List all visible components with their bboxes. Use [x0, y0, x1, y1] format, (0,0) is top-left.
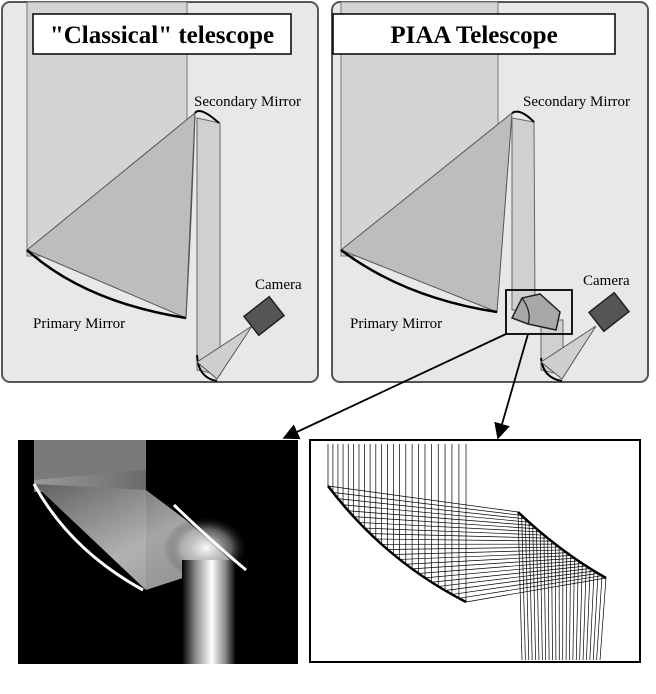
output-ray [589, 570, 595, 661]
piaa-camera-cone [540, 325, 597, 380]
output-ray [547, 538, 550, 661]
piaa-primary-mirror [340, 248, 498, 314]
output-ray [572, 558, 575, 661]
reflected-ray [399, 552, 567, 560]
ray-trace-primary-mirror [327, 485, 467, 604]
simulation-primary-mirror [32, 483, 144, 592]
ray-trace-secondary-mirror [517, 511, 607, 580]
classical-primary-mirror [26, 249, 187, 320]
reflected-ray [438, 568, 591, 587]
classical-fold-mirror [196, 354, 218, 382]
output-ray [517, 511, 523, 661]
reflected-ray [451, 573, 599, 595]
simulation-output-beam [182, 560, 236, 664]
piaa-secondary-mirror [511, 110, 535, 123]
classical-title-box [32, 13, 292, 55]
classical-secondary-mirror-edge [185, 112, 196, 319]
output-ray [554, 544, 557, 661]
reflected-ray [412, 557, 575, 570]
output-ray [599, 577, 607, 661]
classical-primary-label: Primary Mirror [33, 316, 125, 332]
piaa-title: PIAA Telescope [390, 22, 557, 49]
classical-title: "Classical" telescope [50, 22, 274, 49]
reflected-ray [424, 563, 583, 579]
reflected-ray [387, 546, 560, 550]
output-ray [539, 531, 543, 661]
output-ray [592, 573, 599, 661]
piaa-reflected-cone [340, 111, 513, 313]
reflected-ray [327, 485, 519, 513]
reflected-ray [405, 555, 571, 565]
piaa-secondary-label: Secondary Mirror [523, 94, 630, 110]
output-ray [521, 515, 526, 661]
piaa-primary-label: Primary Mirror [350, 316, 442, 332]
piaa-optics-detail-box [505, 289, 573, 335]
reflected-ray [343, 504, 530, 523]
reflected-ray [465, 577, 607, 603]
reflected-ray [364, 527, 544, 536]
classical-relay-beam [196, 117, 221, 376]
output-ray [596, 575, 603, 661]
reflected-ray [445, 570, 595, 591]
classical-secondary-label: Secondary Mirror [194, 94, 301, 110]
reflected-ray [393, 549, 563, 555]
ray-trace-rays [327, 444, 607, 661]
output-ray [543, 535, 547, 661]
reflected-ray [375, 538, 552, 542]
reflected-ray [348, 510, 533, 526]
output-ray [586, 568, 591, 661]
classical-secondary-mirror [194, 110, 220, 124]
zoom-arrow-right [494, 333, 529, 440]
classical-camera-icon [242, 295, 286, 337]
piaa-camera-icon [587, 291, 631, 333]
classical-reflected-cone [26, 111, 196, 319]
reflected-ray [431, 565, 587, 583]
classical-telescope-panel: "Classical" telescope Secondary Mirror C… [1, 1, 319, 383]
piaa-relay-beam [511, 117, 536, 311]
light-simulation-inset [18, 440, 298, 664]
simulation-secondary-mirror [172, 503, 247, 572]
reflected-ray [358, 522, 541, 533]
piaa-camera-label: Camera [583, 273, 630, 289]
piaa-telescope-panel: PIAA Telescope Secondary Mirror Camera P… [331, 1, 649, 383]
output-ray [565, 552, 568, 661]
zoom-arrows [282, 333, 529, 440]
ray-trace-inset [309, 439, 641, 663]
output-ray [569, 555, 571, 661]
zoom-arrow-left [282, 333, 507, 440]
reflected-ray [458, 575, 603, 599]
piaa-optics-element-lens [521, 297, 530, 325]
classical-camera-label: Camera [255, 277, 302, 293]
output-ray [579, 563, 583, 661]
output-ray [575, 560, 579, 661]
output-ray [532, 525, 536, 661]
piaa-title-box [332, 13, 616, 55]
output-ray [524, 518, 530, 661]
classical-camera-cone [196, 325, 253, 380]
output-ray [551, 541, 553, 661]
ray-trace-frame [309, 439, 641, 663]
